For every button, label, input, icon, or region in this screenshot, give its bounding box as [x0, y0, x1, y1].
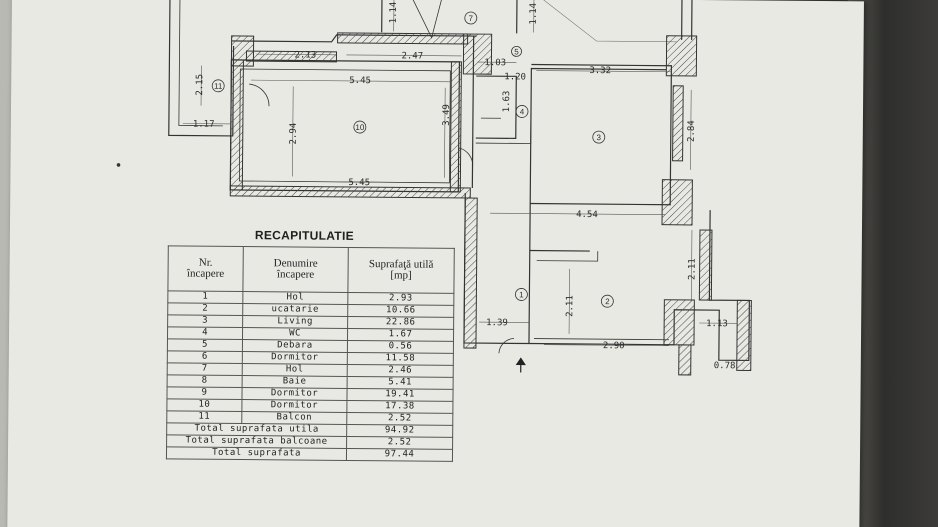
dim-label: 3.32 [589, 66, 611, 76]
cell-nr: 6 [167, 350, 243, 364]
room-number: 7 [469, 14, 474, 23]
cell-name: WC [242, 327, 348, 341]
header-nr: Nr. încapere [167, 245, 244, 292]
dim-label: 2.13 [294, 50, 316, 60]
total-label: Total suprafata [166, 446, 347, 461]
cell-nr: 10 [166, 398, 242, 412]
cell-name: Dormitor [242, 351, 348, 365]
cell-nr: 5 [167, 338, 243, 352]
room-2-outline [528, 210, 750, 362]
cell-nr: 9 [166, 386, 243, 400]
room-number: 1 [519, 290, 524, 299]
cell-area: 2.46 [347, 364, 454, 378]
room-number: 11 [214, 82, 223, 91]
room-number: 2 [605, 297, 610, 306]
dim-label: 1.17 [193, 120, 215, 130]
dim-label: 2.90 [603, 341, 625, 351]
dim-label: 2.11 [565, 295, 575, 317]
recap-title: RECAPITULATIE [254, 228, 354, 243]
cell-nr: 1 [167, 290, 243, 304]
header-denumire: Denumire încapere [242, 246, 349, 293]
cell-name: Dormitor [241, 387, 348, 401]
cell-name: Dormitor [241, 399, 347, 413]
cell-nr: 8 [167, 374, 243, 388]
cell-area: 11.58 [347, 352, 454, 366]
dim-label: 5.45 [349, 76, 371, 86]
total-value: 97.44 [346, 448, 453, 462]
cell-area: 2.93 [347, 292, 454, 306]
room-number: 10 [355, 123, 365, 132]
dim-label: 1.39 [486, 318, 508, 328]
living-outline [530, 63, 673, 206]
header-nr-line2: încapere [186, 267, 225, 280]
cell-name: Debara [242, 339, 348, 353]
total-label: Total suprafata balcoane [166, 434, 347, 449]
cell-name: Hol [242, 291, 348, 305]
cell-name: Baie [242, 375, 348, 389]
cell-nr: 11 [166, 410, 242, 424]
dim-label: 1.63 [502, 91, 512, 113]
dim-label: 3.49 [442, 104, 452, 126]
room-number: 3 [597, 133, 602, 142]
cell-nr: 2 [167, 302, 243, 316]
header-suprafata-line2: [mp] [390, 269, 412, 282]
total-value: 94.92 [346, 424, 453, 438]
cell-area: 5.41 [347, 376, 454, 390]
room-number: 4 [520, 107, 525, 116]
cell-area: 17.38 [346, 400, 453, 414]
cell-name: Living [242, 315, 348, 329]
floor-plan-drawing: 2.13 2.47 5.45 5.45 2.94 3.49 2.15 1.17 … [116, 0, 752, 376]
wall-segment [229, 185, 471, 199]
recap-header-row: Nr. încapere Denumire încapere Suprafaţă… [167, 245, 455, 294]
cell-name: ucatarie [242, 303, 348, 317]
room-10-outline [229, 59, 461, 193]
dim-label: 2.47 [401, 51, 423, 61]
dim-label: 2.94 [289, 123, 299, 145]
cell-area: 2.52 [346, 412, 453, 426]
header-denumire-line2: încapere [276, 268, 315, 281]
entrance-arrow-icon [515, 357, 526, 373]
total-label: Total suprafata utila [166, 422, 347, 437]
dim-label: 1.14 [529, 3, 539, 25]
dim-label: 4.54 [576, 210, 598, 220]
cell-nr: 4 [167, 326, 243, 340]
cell-area: 10.66 [347, 304, 454, 318]
dim-label: 1.03 [484, 58, 506, 68]
cell-area: 1.67 [347, 328, 454, 342]
total-value: 2.52 [346, 436, 453, 450]
recap-table: Nr. încapere Denumire încapere Suprafaţă… [166, 245, 455, 462]
cell-area: 19.41 [346, 388, 454, 402]
dim-label: 1.14 [389, 2, 399, 24]
dim-label: 5.45 [348, 178, 370, 188]
cell-name: Balcon [241, 411, 347, 425]
dim-label: 0.78 [714, 361, 736, 371]
room-number: 5 [514, 47, 519, 56]
dim-label: 2.15 [195, 74, 205, 96]
dim-label: 1.13 [706, 319, 728, 329]
cell-area: 22.86 [347, 316, 454, 330]
dim-label: 2.84 [687, 120, 697, 142]
cell-area: 0.56 [347, 340, 454, 354]
cell-nr: 3 [167, 314, 243, 328]
floor-plan-sheet: 2.13 2.47 5.45 5.45 2.94 3.49 2.15 1.17 … [7, 0, 864, 527]
header-suprafata: Suprafaţă utilă [mp] [347, 247, 455, 294]
ink-dot [116, 163, 121, 167]
cell-name: Hol [242, 363, 348, 377]
dim-label: 1.20 [504, 72, 526, 82]
dim-label: 2.11 [688, 258, 698, 280]
cell-nr: 7 [167, 362, 243, 376]
